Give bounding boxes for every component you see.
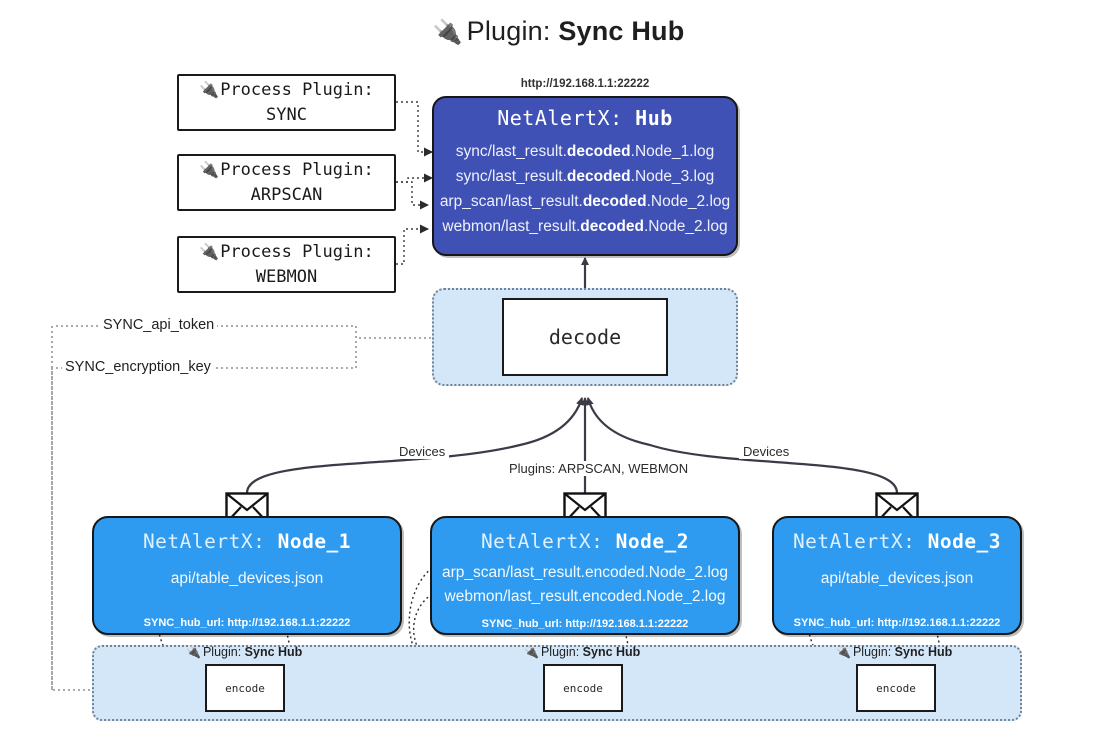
node-3-footer: SYNC_hub_url: http://192.168.1.1:22222 [793, 617, 1001, 630]
sync-encryption-key-label: SYNC_encryption_key [62, 359, 214, 375]
process-plugin-webmon-line2: WEBMON [255, 266, 318, 287]
decode-box-label: decode [548, 325, 622, 349]
plug-icon: 🔌 [199, 79, 220, 99]
nodes-to-decode-edges [245, 397, 899, 494]
plug-icon: 🔌 [199, 241, 220, 261]
node-2-line-2: webmon/last_result.encoded.Node_2.log [444, 588, 726, 606]
plug-icon: 🔌 [186, 645, 201, 659]
plug-icon: 🔌 [432, 19, 463, 46]
node-2-encode-box[interactable]: encode [543, 664, 623, 712]
title-name: Sync Hub [558, 16, 685, 46]
hub-url-label: http://192.168.1.1:22222 [520, 78, 650, 90]
devices-label-right: Devices [739, 444, 794, 459]
node-1-encode-label: encode [225, 681, 265, 695]
plug-icon: 🔌 [524, 645, 539, 659]
hub-log-line-3: arp_scan/last_result.decoded.Node_2.log [439, 193, 731, 211]
plug-icon: 🔌 [836, 645, 851, 659]
plug-icon: 🔌 [199, 159, 220, 179]
node-box-node-3[interactable]: NetAlertX: Node_3 api/table_devices.json… [772, 516, 1022, 635]
process-plugin-box-arpscan[interactable]: 🔌Process Plugin: ARPSCAN [177, 154, 396, 211]
hub-log-line-4: webmon/last_result.decoded.Node_2.log [442, 218, 728, 236]
plugins-label-center: Plugins: ARPSCAN, WEBMON [505, 461, 693, 476]
node-1-plugin-label: 🔌Plugin: Sync Hub [186, 645, 303, 659]
title-prefix: Plugin: [466, 16, 551, 46]
node-3-encode-box[interactable]: encode [856, 664, 936, 712]
process-plugin-box-webmon[interactable]: 🔌Process Plugin: WEBMON [177, 236, 396, 293]
node-1-title: NetAlertX: Node_1 [142, 530, 352, 553]
process-plugin-box-sync[interactable]: 🔌Process Plugin: SYNC [177, 74, 396, 131]
node-1-line-1: api/table_devices.json [170, 570, 324, 587]
node-3-encode-label: encode [876, 681, 916, 695]
process-plugin-sync-line2: SYNC [266, 104, 307, 125]
node-3-line-1: api/table_devices.json [820, 570, 974, 587]
node-3-plugin-label: 🔌Plugin: Sync Hub [836, 645, 953, 659]
hub-node[interactable]: NetAlertX: Hub sync/last_result.decoded.… [432, 96, 738, 256]
page-title: 🔌Plugin: Sync Hub [0, 16, 1117, 47]
config-to-decode-connectors [51, 325, 499, 695]
process-plugin-sync-line1: 🔌Process Plugin: [199, 79, 374, 100]
node-2-line-1: arp_scan/last_result.encoded.Node_2.log [441, 564, 729, 581]
node-box-node-1[interactable]: NetAlertX: Node_1 api/table_devices.json… [92, 516, 402, 635]
node-3-title: NetAlertX: Node_3 [792, 530, 1002, 553]
plugin-to-hub-connectors [396, 101, 433, 265]
node-2-title: NetAlertX: Node_2 [480, 530, 690, 553]
process-plugin-arpscan-line1: 🔌Process Plugin: [199, 159, 374, 180]
devices-label-left: Devices [395, 444, 450, 459]
node-1-encode-box[interactable]: encode [205, 664, 285, 712]
node-2-plugin-label: 🔌Plugin: Sync Hub [524, 645, 641, 659]
node-box-node-2[interactable]: NetAlertX: Node_2 arp_scan/last_result.e… [430, 516, 740, 635]
process-plugin-arpscan-line2: ARPSCAN [250, 184, 323, 205]
hub-title: NetAlertX: Hub [497, 106, 673, 130]
node-2-encode-label: encode [563, 681, 603, 695]
node-2-footer: SYNC_hub_url: http://192.168.1.1:22222 [481, 618, 689, 631]
node-1-footer: SYNC_hub_url: http://192.168.1.1:22222 [143, 617, 351, 630]
decode-box[interactable]: decode [502, 298, 668, 376]
hub-log-line-2: sync/last_result.decoded.Node_3.log [455, 168, 715, 186]
process-plugin-webmon-line1: 🔌Process Plugin: [199, 241, 374, 262]
sync-api-token-label: SYNC_api_token [100, 317, 218, 333]
hub-log-line-1: sync/last_result.decoded.Node_1.log [455, 143, 715, 160]
